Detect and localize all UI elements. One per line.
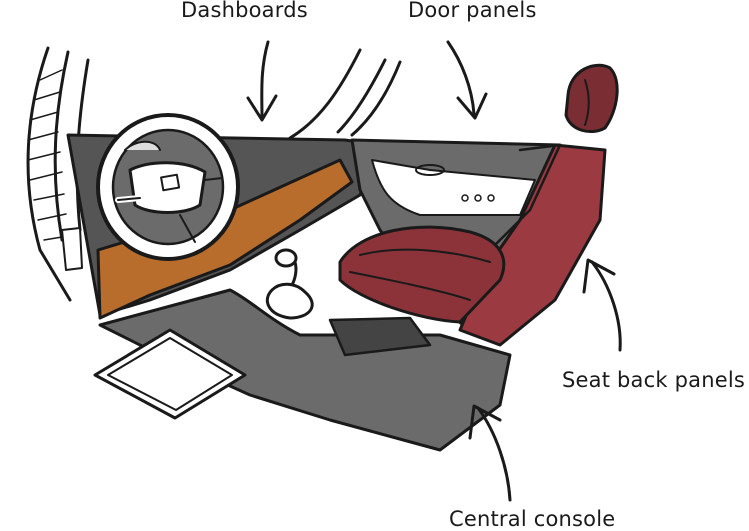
arrow-icon-dashboards — [246, 40, 278, 122]
console-lid — [328, 316, 432, 357]
label-central-console: Central console — [449, 507, 616, 531]
arrow-icon-central-console — [468, 404, 512, 502]
label-dashboards: Dashboards — [181, 0, 308, 22]
arrow-icon-door-panels — [446, 40, 488, 120]
seat-back-panel — [458, 143, 607, 347]
dashboard-wood-trim — [96, 158, 354, 320]
label-door-panels: Door panels — [408, 0, 537, 22]
central-console — [98, 288, 512, 452]
steering-wheel-icon — [96, 113, 240, 261]
car-seat-icon — [338, 63, 619, 347]
label-seat-back-panels: Seat back panels — [562, 368, 746, 392]
floor-mat-icon — [93, 328, 247, 420]
headrest — [564, 63, 619, 133]
gear-shifter-icon — [266, 248, 314, 320]
a-pillar — [26, 46, 402, 302]
arrow-icon-seat-back-panels — [582, 258, 622, 352]
